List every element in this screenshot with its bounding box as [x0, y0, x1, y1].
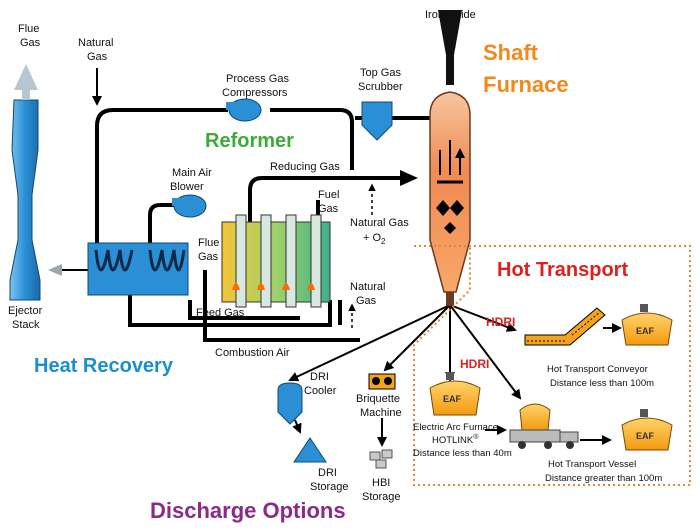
dri-cooler-label-2: Cooler: [304, 385, 337, 397]
eaf-label-3: EAF: [636, 431, 655, 441]
hot-transport-conveyor-label: Hot Transport Conveyor: [547, 364, 648, 375]
dri-storage-label-2: Storage: [310, 481, 349, 493]
top-gas-scrubber-icon: [361, 101, 393, 141]
shaft-furnace-title-1: Shaft: [483, 40, 539, 65]
shaft-furnace-icon: [429, 10, 471, 306]
eaf-icon-1: [429, 372, 481, 416]
hot-transport-conveyor-icon: [524, 307, 606, 346]
discharge-options-title: Discharge Options: [150, 498, 346, 523]
eaf-distance-label: Distance less than 40m: [413, 448, 512, 459]
briquette-machine-label-1: Briquette: [356, 393, 400, 405]
hot-transport-vessel-label: Hot Transport Vessel: [548, 459, 636, 470]
flue-gas-top-label-2: Gas: [20, 37, 41, 49]
heat-recovery-unit: [87, 242, 189, 296]
eaf-icon-3: [621, 409, 673, 451]
dri-cooler-label-1: DRI: [310, 371, 329, 383]
hdri-label-2: HDRI: [460, 357, 489, 371]
hbi-storage-icon: [369, 449, 393, 469]
process-gas-compressor-icon: [226, 98, 262, 122]
briquette-machine-label-2: Machine: [360, 407, 402, 419]
fuel-gas-label-2: Gas: [318, 203, 339, 215]
combustion-air-label: Combustion Air: [215, 347, 290, 359]
process-gas-compressors-label-2: Compressors: [222, 87, 288, 99]
fuel-gas-label-1: Fuel: [318, 189, 339, 201]
dri-storage-icon: [293, 437, 327, 463]
main-air-blower-label-2: Blower: [170, 181, 204, 193]
natural-gas-o2-label-2: + O2: [363, 232, 386, 246]
hot-transport-vessel-icon: [509, 403, 579, 449]
hbi-storage-label-2: Storage: [362, 491, 401, 503]
discharge-lines: [288, 304, 622, 447]
ejector-stack-label-1: Ejector: [8, 305, 43, 317]
hot-transport-box: [413, 245, 691, 486]
electric-arc-furnace-label: Electric Arc Furnace: [413, 422, 498, 433]
iron-oxide-label: Iron Oxide: [425, 9, 476, 21]
ejector-stack-icon: [9, 64, 41, 301]
heat-recovery-title: Heat Recovery: [34, 355, 174, 377]
natural-gas-low-label-1: Natural: [350, 281, 385, 293]
natural-gas-low-label-2: Gas: [356, 295, 377, 307]
eaf-label-1: EAF: [443, 394, 462, 404]
top-gas-scrubber-label-1: Top Gas: [360, 67, 401, 79]
process-gas-compressors-label-1: Process Gas: [226, 73, 289, 85]
eaf-label-2: EAF: [636, 326, 655, 336]
shaft-furnace-title-2: Furnace: [483, 72, 569, 97]
dri-storage-label-1: DRI: [318, 467, 337, 479]
briquette-machine-icon: [368, 373, 396, 390]
dri-cooler-icon: [277, 382, 303, 425]
reformer-unit: [221, 214, 331, 308]
natural-gas-top-label-2: Gas: [87, 51, 108, 63]
ejector-stack-label-2: Stack: [12, 319, 40, 331]
conveyor-distance-label: Distance less than 100m: [550, 378, 654, 389]
vessel-distance-label: Distance greater than 100m: [545, 473, 662, 484]
flue-gas-mid-label-2: Gas: [198, 251, 219, 263]
flue-gas-mid-label-1: Flue: [198, 237, 219, 249]
feed-gas-label: Feed Gas: [196, 307, 245, 319]
hotlink-label: HOTLINK®: [432, 433, 479, 446]
flue-gas-top-label-1: Flue: [18, 23, 39, 35]
reformer-title: Reformer: [205, 130, 294, 152]
hdri-label-1: HDRI: [486, 315, 515, 329]
pipes: [48, 68, 440, 342]
top-gas-scrubber-label-2: Scrubber: [358, 81, 403, 93]
natural-gas-o2-label-1: Natural Gas: [350, 217, 409, 229]
hbi-storage-label-1: HBI: [372, 477, 390, 489]
natural-gas-top-label-1: Natural: [78, 37, 113, 49]
main-air-blower-icon: [172, 194, 207, 218]
reducing-gas-label: Reducing Gas: [270, 161, 340, 173]
main-air-blower-label-1: Main Air: [172, 167, 212, 179]
hot-transport-title: Hot Transport: [497, 259, 628, 281]
eaf-icon-2: [621, 304, 673, 346]
